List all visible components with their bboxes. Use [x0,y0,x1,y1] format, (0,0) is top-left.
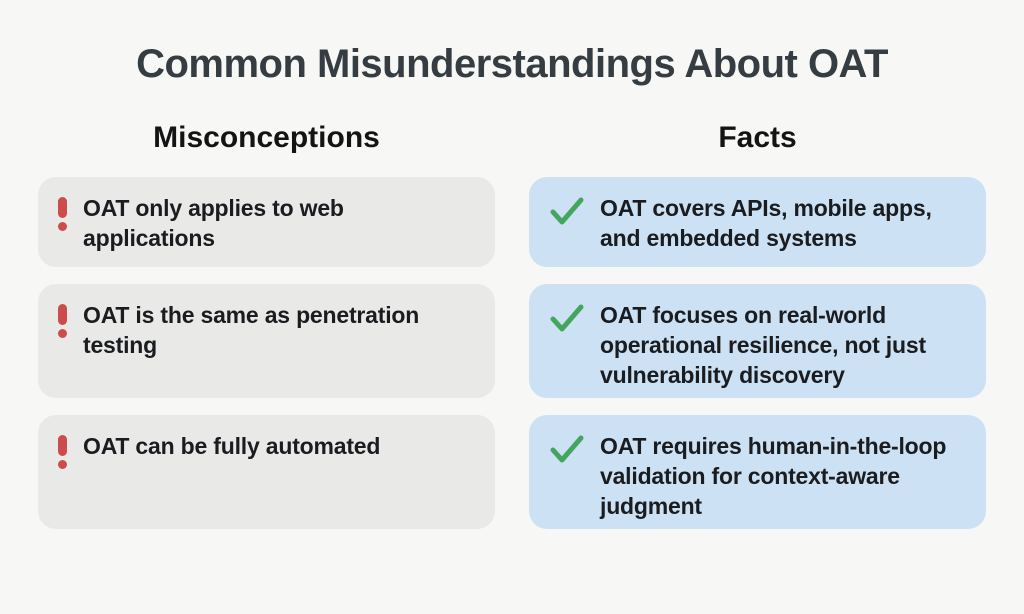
fact-text: OAT focuses on real-world operational re… [600,302,926,388]
page-title: Common Misunderstandings About OAT [136,42,888,86]
misconception-text: OAT is the same as penetration testing [83,302,420,358]
fact-card: OAT covers APIs, mobile apps, and embedd… [529,177,986,267]
misconceptions-header: Misconceptions [153,121,380,154]
check-icon [549,434,585,466]
fact-text: OAT covers APIs, mobile apps, and embedd… [600,195,932,251]
misconception-text: OAT only applies to web applications [83,195,344,251]
comparison-columns: Misconceptions OAT only applies to web a… [38,121,986,529]
misconception-text: OAT can be fully automated [83,433,381,459]
exclamation-icon [58,435,68,469]
misconceptions-card-list: OAT only applies to web applications OAT… [38,177,495,529]
facts-column: Facts OAT covers APIs, mobile apps, and … [529,121,986,529]
fact-card: OAT focuses on real-world operational re… [529,284,986,398]
facts-card-list: OAT covers APIs, mobile apps, and embedd… [529,177,986,529]
exclamation-icon [58,197,68,231]
check-icon [549,303,585,335]
check-icon [549,196,585,228]
facts-header: Facts [718,121,797,154]
fact-card: OAT requires human-in-the-loop validatio… [529,415,986,529]
misconception-card: OAT only applies to web applications [38,177,495,267]
infographic-slide: Common Misunderstandings About OAT Misco… [0,42,1024,614]
misconceptions-column: Misconceptions OAT only applies to web a… [38,121,495,529]
misconception-card: OAT is the same as penetration testing [38,284,495,398]
misconception-card: OAT can be fully automated [38,415,495,529]
fact-text: OAT requires human-in-the-loop validatio… [600,433,947,519]
exclamation-icon [58,304,68,338]
